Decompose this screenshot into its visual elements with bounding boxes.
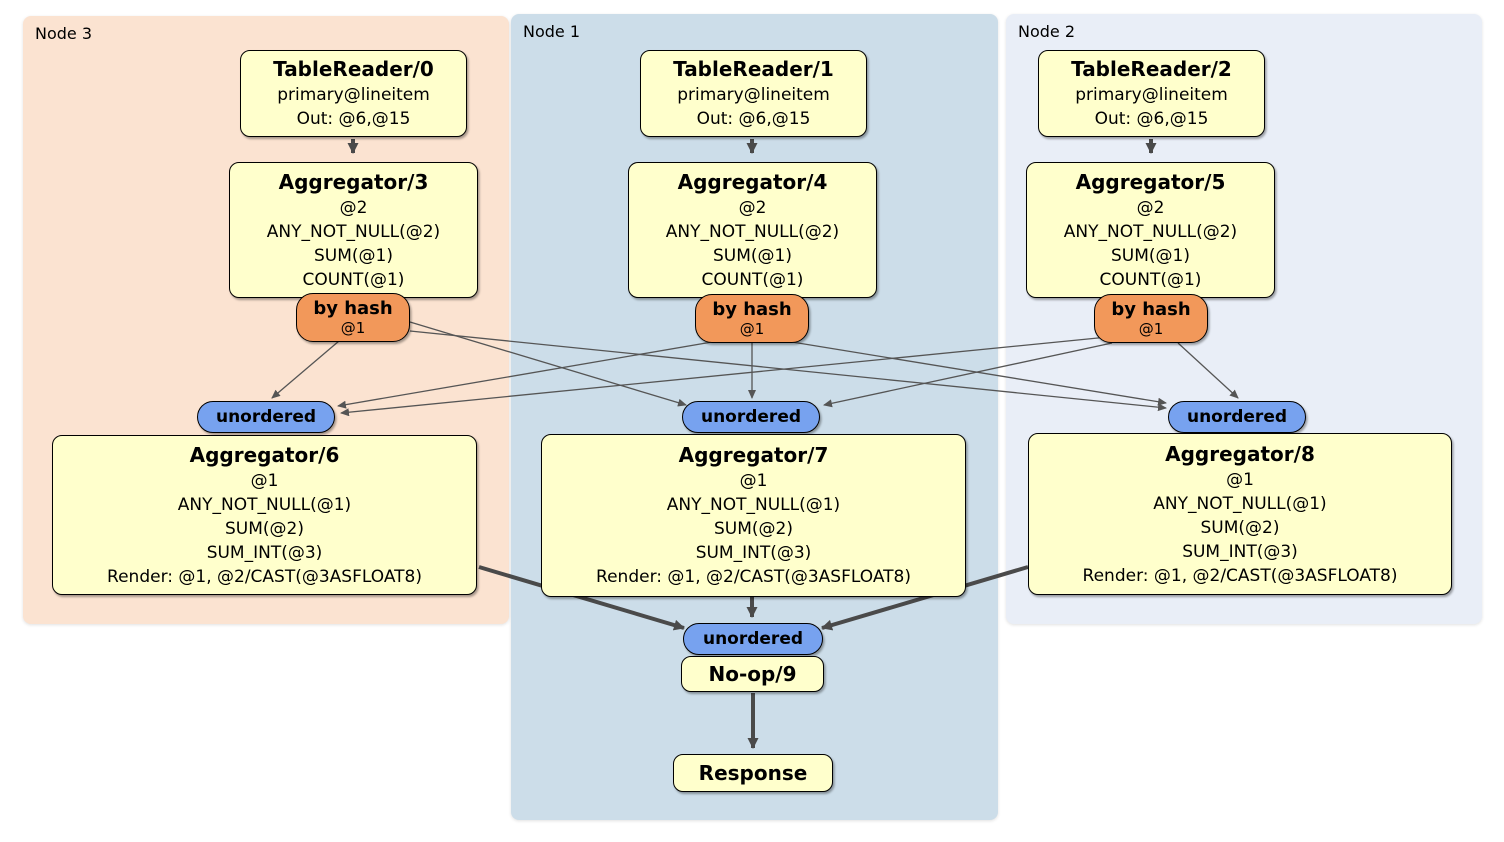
node-detail: primary@lineitem bbox=[677, 85, 830, 105]
node-detail: Out: @6,@15 bbox=[696, 109, 811, 129]
router-by-hash-3: by hash @1 bbox=[296, 293, 410, 342]
node-aggregator-7: Aggregator/7 @1 ANY_NOT_NULL(@1) SUM(@2)… bbox=[541, 434, 966, 597]
node-tablereader-0: TableReader/0 primary@lineitem Out: @6,@… bbox=[240, 50, 467, 137]
synchronizer-unordered-7: unordered bbox=[682, 401, 820, 433]
group-node-2-label: Node 2 bbox=[1018, 22, 1076, 41]
router-by-hash-5: by hash @1 bbox=[1094, 294, 1208, 343]
node-detail: @1 bbox=[250, 470, 279, 491]
node-title: No-op/9 bbox=[708, 661, 797, 686]
router-label: by hash bbox=[313, 298, 393, 319]
node-title: TableReader/1 bbox=[673, 57, 834, 81]
node-aggregator-3: Aggregator/3 @2 ANY_NOT_NULL(@2) SUM(@1)… bbox=[229, 162, 478, 298]
node-detail: ANY_NOT_NULL(@2) bbox=[266, 221, 441, 242]
node-title: Aggregator/7 bbox=[678, 443, 829, 467]
router-by-hash-4: by hash @1 bbox=[695, 294, 809, 343]
node-title: Response bbox=[698, 760, 808, 785]
node-detail: SUM(@2) bbox=[1200, 517, 1280, 538]
node-detail: SUM_INT(@3) bbox=[206, 542, 323, 563]
node-aggregator-8: Aggregator/8 @1 ANY_NOT_NULL(@1) SUM(@2)… bbox=[1028, 433, 1452, 595]
node-detail: SUM_INT(@3) bbox=[695, 543, 812, 563]
node-detail: primary@lineitem bbox=[1075, 85, 1228, 105]
node-detail: SUM(@1) bbox=[314, 245, 393, 266]
node-title: Aggregator/6 bbox=[189, 442, 340, 467]
node-detail: SUM(@1) bbox=[1111, 245, 1190, 266]
node-detail: Out: @6,@15 bbox=[1094, 109, 1209, 129]
node-response: Response bbox=[673, 754, 833, 792]
router-detail: @1 bbox=[340, 319, 366, 337]
node-title: Aggregator/8 bbox=[1165, 441, 1315, 466]
node-title: Aggregator/4 bbox=[677, 169, 828, 194]
node-title: TableReader/2 bbox=[1071, 57, 1232, 81]
synchronizer-unordered-6: unordered bbox=[197, 401, 335, 433]
node-detail: SUM_INT(@3) bbox=[1182, 541, 1298, 562]
node-aggregator-4: Aggregator/4 @2 ANY_NOT_NULL(@2) SUM(@1)… bbox=[628, 162, 877, 298]
synchronizer-unordered-8: unordered bbox=[1168, 401, 1306, 433]
node-tablereader-1: TableReader/1 primary@lineitem Out: @6,@… bbox=[640, 50, 867, 137]
node-detail: @1 bbox=[739, 471, 768, 491]
node-title: Aggregator/3 bbox=[278, 169, 429, 194]
node-detail: SUM(@2) bbox=[714, 519, 793, 539]
router-detail: @1 bbox=[1138, 320, 1164, 338]
node-detail: ANY_NOT_NULL(@2) bbox=[1063, 221, 1238, 242]
node-title: TableReader/0 bbox=[273, 57, 434, 81]
node-detail: primary@lineitem bbox=[277, 85, 430, 105]
node-detail: ANY_NOT_NULL(@1) bbox=[177, 494, 352, 515]
node-detail: ANY_NOT_NULL(@2) bbox=[665, 221, 840, 242]
group-node-3-label: Node 3 bbox=[35, 24, 93, 43]
node-aggregator-5: Aggregator/5 @2 ANY_NOT_NULL(@2) SUM(@1)… bbox=[1026, 162, 1275, 298]
router-detail: @1 bbox=[739, 320, 765, 338]
node-detail: Render: @1, @2/CAST(@3ASFLOAT8) bbox=[596, 567, 911, 587]
synchronizer-unordered-9: unordered bbox=[683, 623, 823, 655]
node-title: Aggregator/5 bbox=[1075, 169, 1226, 194]
router-label: by hash bbox=[1111, 299, 1191, 320]
node-detail: COUNT(@1) bbox=[1099, 269, 1202, 290]
node-aggregator-6: Aggregator/6 @1 ANY_NOT_NULL(@1) SUM(@2)… bbox=[52, 435, 477, 595]
group-node-1-label: Node 1 bbox=[523, 22, 581, 41]
node-detail: @1 bbox=[1226, 469, 1254, 490]
node-tablereader-2: TableReader/2 primary@lineitem Out: @6,@… bbox=[1038, 50, 1265, 137]
node-detail: Render: @1, @2/CAST(@3ASFLOAT8) bbox=[1082, 565, 1398, 586]
node-detail: ANY_NOT_NULL(@1) bbox=[666, 495, 841, 515]
node-detail: COUNT(@1) bbox=[302, 269, 405, 290]
router-label: by hash bbox=[712, 299, 792, 320]
node-detail: SUM(@1) bbox=[713, 245, 792, 266]
node-detail: Render: @1, @2/CAST(@3ASFLOAT8) bbox=[107, 566, 422, 587]
node-detail: @2 bbox=[339, 197, 368, 218]
node-detail: SUM(@2) bbox=[225, 518, 304, 539]
node-detail: @2 bbox=[1136, 197, 1165, 218]
node-detail: Out: @6,@15 bbox=[296, 109, 411, 129]
node-noop-9: No-op/9 bbox=[681, 656, 824, 692]
node-detail: @2 bbox=[738, 197, 767, 218]
node-detail: ANY_NOT_NULL(@1) bbox=[1153, 493, 1327, 514]
node-detail: COUNT(@1) bbox=[701, 269, 804, 290]
